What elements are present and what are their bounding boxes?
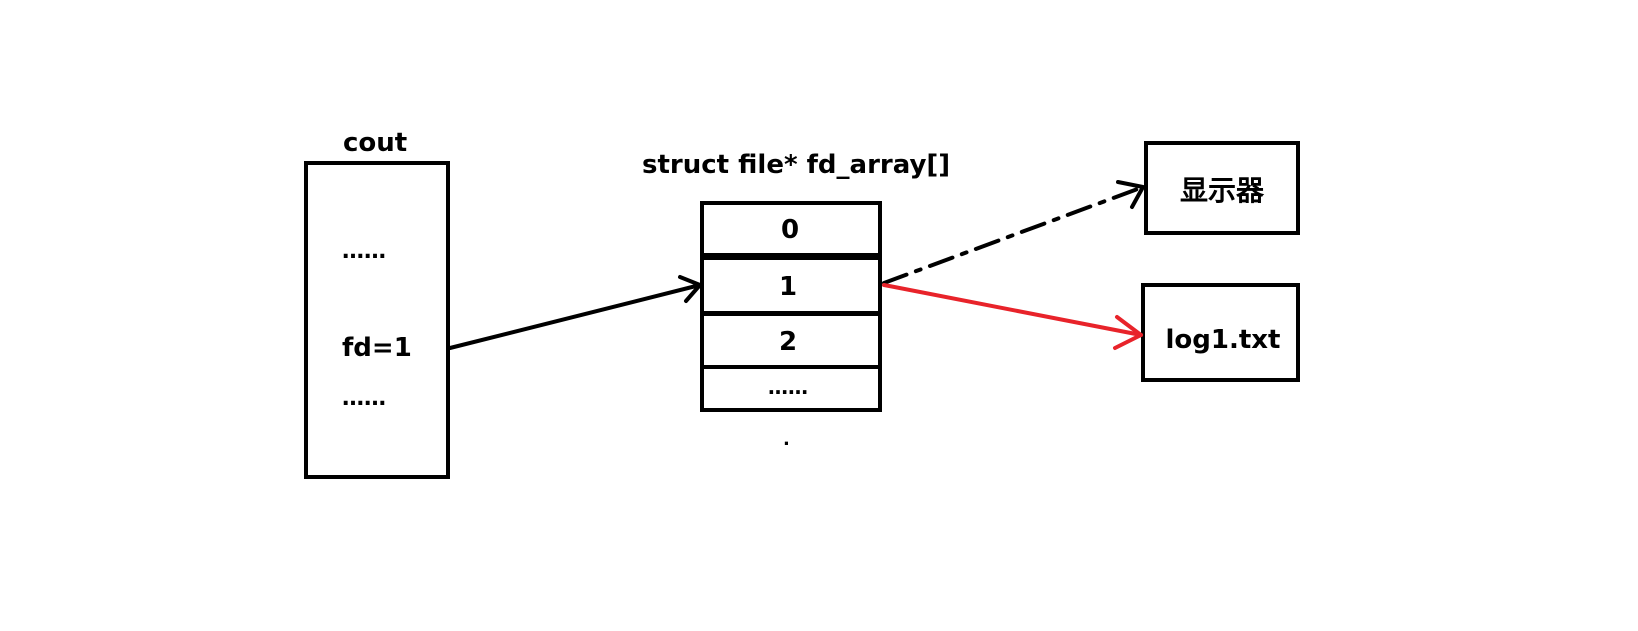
fd-array-index-more: …… xyxy=(768,375,808,399)
cout-dots-bottom: …… xyxy=(342,386,386,411)
display-label: 显示器 xyxy=(1180,174,1265,207)
cout-title: cout xyxy=(343,128,407,158)
fd-array-index-2: 2 xyxy=(779,327,797,357)
fd-array-index-0: 0 xyxy=(781,215,799,245)
fd1-to-display-dashed-arrow xyxy=(882,180,1145,285)
cout-box xyxy=(304,161,450,479)
cout-fd-label: fd=1 xyxy=(342,333,412,363)
cout-dots-top: …… xyxy=(342,239,386,264)
fd-array-trailing-mark: . xyxy=(783,429,790,450)
fd-array-index-1: 1 xyxy=(779,272,797,302)
log-file-box xyxy=(1141,283,1300,382)
cout-to-fd1-arrow xyxy=(448,275,702,350)
display-box xyxy=(1144,141,1300,235)
fd-array-cell-0 xyxy=(700,201,882,257)
fd1-to-log-file-redirect-arrow xyxy=(882,283,1143,350)
fd-array-cell-more xyxy=(700,365,882,412)
log-file-label: log1.txt xyxy=(1166,325,1281,355)
fd-array-title: struct file* fd_array[] xyxy=(642,150,950,180)
